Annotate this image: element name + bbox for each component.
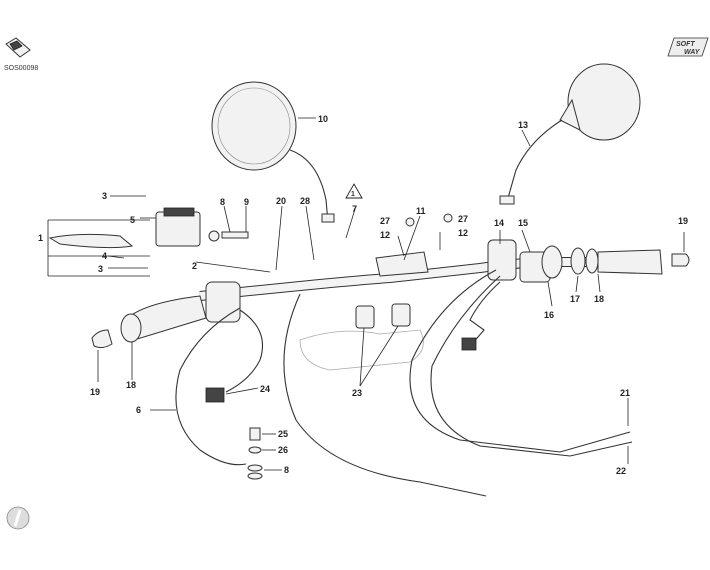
left-mirror	[211, 81, 335, 223]
callout-labels: 3 5 1 4 3 2 8 9 10 13 20 28 7 11 27 12 2…	[38, 114, 688, 476]
badge-line2: WAY	[684, 49, 701, 56]
callout-14: 14	[494, 218, 504, 228]
handlebar-clamps	[355, 303, 411, 329]
callout-27b: 27	[458, 214, 468, 224]
bracket-left	[47, 219, 150, 277]
callout-23: 23	[352, 388, 362, 398]
callout-25: 25	[278, 429, 288, 439]
drawing-code: SOS00098	[4, 65, 38, 72]
callout-26: 26	[278, 445, 288, 455]
choke-cable	[283, 293, 487, 497]
callout-24: 24	[260, 384, 270, 394]
callout-10: 10	[318, 114, 328, 124]
right-grip	[541, 245, 663, 279]
callout-8a: 8	[220, 197, 225, 207]
right-mirror	[499, 63, 641, 205]
triple-clamp-outline	[299, 329, 424, 371]
callout-8b: 8	[284, 465, 289, 475]
left-switch-housing	[205, 281, 241, 323]
master-cylinder	[155, 207, 249, 247]
triangle-marker-label: 1	[351, 191, 355, 198]
left-grip	[120, 295, 207, 343]
callout-1: 1	[38, 233, 43, 243]
callout-19b: 19	[678, 216, 688, 226]
callout-17: 17	[570, 294, 580, 304]
badge-line1: SOFT	[676, 41, 695, 48]
callout-11: 11	[416, 206, 426, 216]
left-bar-end	[91, 329, 113, 349]
left-lever	[48, 233, 134, 249]
callout-3a: 3	[102, 191, 107, 201]
leader-lines	[97, 117, 685, 471]
callout-3b: 3	[98, 264, 103, 274]
clutch-cable	[175, 307, 247, 466]
callout-21: 21	[620, 388, 630, 398]
callout-9: 9	[244, 197, 249, 207]
page-marker-icon	[6, 506, 30, 530]
callout-20: 20	[276, 196, 286, 206]
callout-16: 16	[544, 310, 554, 320]
callout-4: 4	[102, 251, 107, 261]
sheet-icon	[5, 37, 31, 58]
callout-5: 5	[130, 215, 135, 225]
callout-15: 15	[518, 218, 528, 228]
callout-19a: 19	[90, 387, 100, 397]
callout-28: 28	[300, 196, 310, 206]
callout-6: 6	[136, 405, 141, 415]
callout-12a: 12	[380, 230, 390, 240]
callout-13: 13	[518, 120, 528, 130]
softway-badge: SOFT WAY	[667, 37, 709, 57]
callout-7: 7	[352, 204, 357, 214]
top-clamp-cover	[375, 251, 429, 277]
callout-2: 2	[192, 261, 197, 271]
callout-12b: 12	[458, 228, 468, 238]
callout-27a: 27	[380, 216, 390, 226]
bolts	[397, 213, 453, 257]
callout-18a: 18	[126, 380, 136, 390]
callout-22: 22	[616, 466, 626, 476]
switch-wire-left	[205, 309, 264, 403]
throttle-cables	[409, 269, 633, 457]
callout-18b: 18	[594, 294, 604, 304]
triangle-marker: 1	[345, 183, 363, 199]
fastener-stack	[247, 427, 263, 480]
right-bar-end	[671, 253, 690, 267]
